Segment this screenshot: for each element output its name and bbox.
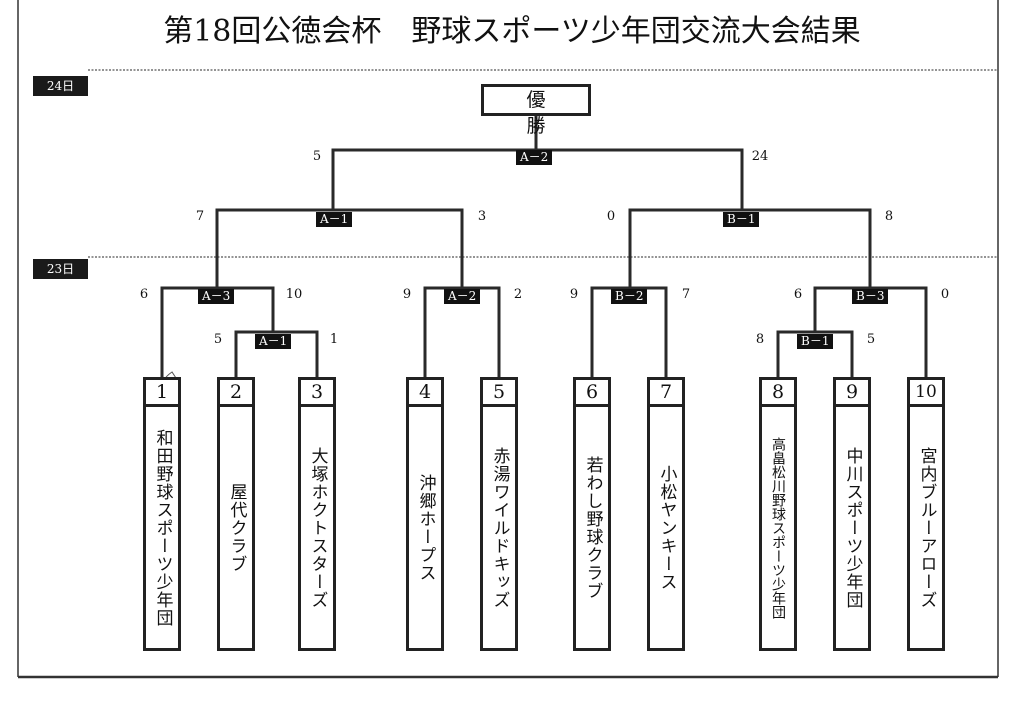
team-name-box: 屋代クラブ [217, 405, 255, 651]
team-name-box: 宮内ブルーアローズ [907, 405, 945, 651]
d2-a1-bracket [215, 208, 464, 288]
score-d1-b3-right: 0 [940, 287, 950, 302]
match-tag-d2-b1: B－1 [723, 212, 760, 227]
d1-a1-bracket [234, 330, 319, 378]
team-seed-box: 2 [217, 377, 255, 407]
team-seed-box: 6 [573, 377, 611, 407]
team-name: 沖郷ホープス [415, 473, 436, 582]
score-d2-a1-right: 3 [477, 209, 487, 224]
d1-b1-bracket [776, 330, 854, 378]
score-d1-a3-left: 6 [139, 287, 149, 302]
team-name-box: 和田野球スポーツ少年団 [143, 405, 181, 651]
team-name: 屋代クラブ [226, 482, 247, 573]
team-seed-box: 3 [298, 377, 336, 407]
team-name: 小松ヤンキース [656, 464, 677, 591]
team-name-box: 若わし野球クラブ [573, 405, 611, 651]
score-final-left: 5 [312, 149, 322, 164]
team-name: 和田野球スポーツ少年団 [152, 428, 173, 627]
score-d1-b2-right: 7 [681, 287, 691, 302]
match-tag-final: A－2 [516, 150, 553, 165]
team-name-box: 大塚ホクトスターズ [298, 405, 336, 651]
team-seed-box: 7 [647, 377, 685, 407]
score-d1-a1-right: 1 [329, 332, 339, 347]
score-d1-b1-right: 5 [866, 332, 876, 347]
score-d1-a2-right: 2 [513, 287, 523, 302]
team-seed-box: 4 [406, 377, 444, 407]
score-d2-a1-left: 7 [195, 209, 205, 224]
match-tag-d1-b3: B－3 [852, 289, 889, 304]
score-final-right: 24 [751, 149, 769, 164]
d1-b3-bracket [813, 286, 928, 378]
outer-frame [17, 0, 999, 679]
d1-b2-bracket [590, 286, 668, 378]
team-name: 高畠松川野球スポーツ少年団 [770, 436, 786, 619]
match-tag-d1-b1: B－1 [797, 334, 834, 349]
team-seed-box: 9 [833, 377, 871, 407]
team-name: 宮内ブルーアローズ [916, 446, 937, 609]
match-tag-d1-a3: A－3 [198, 289, 235, 304]
score-d1-a3-right: 10 [285, 287, 303, 302]
team-name-box: 小松ヤンキース [647, 405, 685, 651]
team-name: 赤湯ワイルドキッズ [489, 446, 510, 609]
day-label-24: 24日 [33, 76, 88, 96]
d1-a2-bracket [423, 286, 501, 378]
score-d2-b1-left: 0 [606, 209, 616, 224]
team-seed-box: 5 [480, 377, 518, 407]
score-d1-b2-left: 9 [569, 287, 579, 302]
day-label-23: 23日 [33, 259, 88, 279]
team-name: 中川スポーツ少年団 [842, 446, 863, 609]
match-tag-d2-a1: A－1 [316, 212, 353, 227]
score-d1-b3-left: 6 [793, 287, 803, 302]
team-name: 大塚ホクトスターズ [307, 446, 328, 609]
team-name: 若わし野球クラブ [582, 455, 603, 600]
team-name-box: 中川スポーツ少年団 [833, 405, 871, 651]
score-d2-b1-right: 8 [884, 209, 894, 224]
d2-b1-bracket [628, 208, 872, 288]
score-d1-b1-left: 8 [755, 332, 765, 347]
champion-box: 優 勝 [481, 84, 591, 137]
score-d1-a2-left: 9 [402, 287, 412, 302]
team-seed-box: 10 [907, 377, 945, 407]
team-name-box: 沖郷ホープス [406, 405, 444, 651]
match-tag-d1-a2: A－2 [444, 289, 481, 304]
score-d1-a1-left: 5 [213, 332, 223, 347]
team-name-box: 高畠松川野球スポーツ少年団 [759, 405, 797, 651]
match-tag-d1-a1: A－1 [255, 334, 292, 349]
d1-a3-bracket [160, 286, 275, 378]
team-name-box: 赤湯ワイルドキッズ [480, 405, 518, 651]
team-seed-box: 1 [143, 377, 181, 407]
team-seed-box: 8 [759, 377, 797, 407]
page-title: 第18回公徳会杯 野球スポーツ少年団交流大会結果 [163, 14, 861, 49]
match-tag-d1-b2: B－2 [611, 289, 648, 304]
